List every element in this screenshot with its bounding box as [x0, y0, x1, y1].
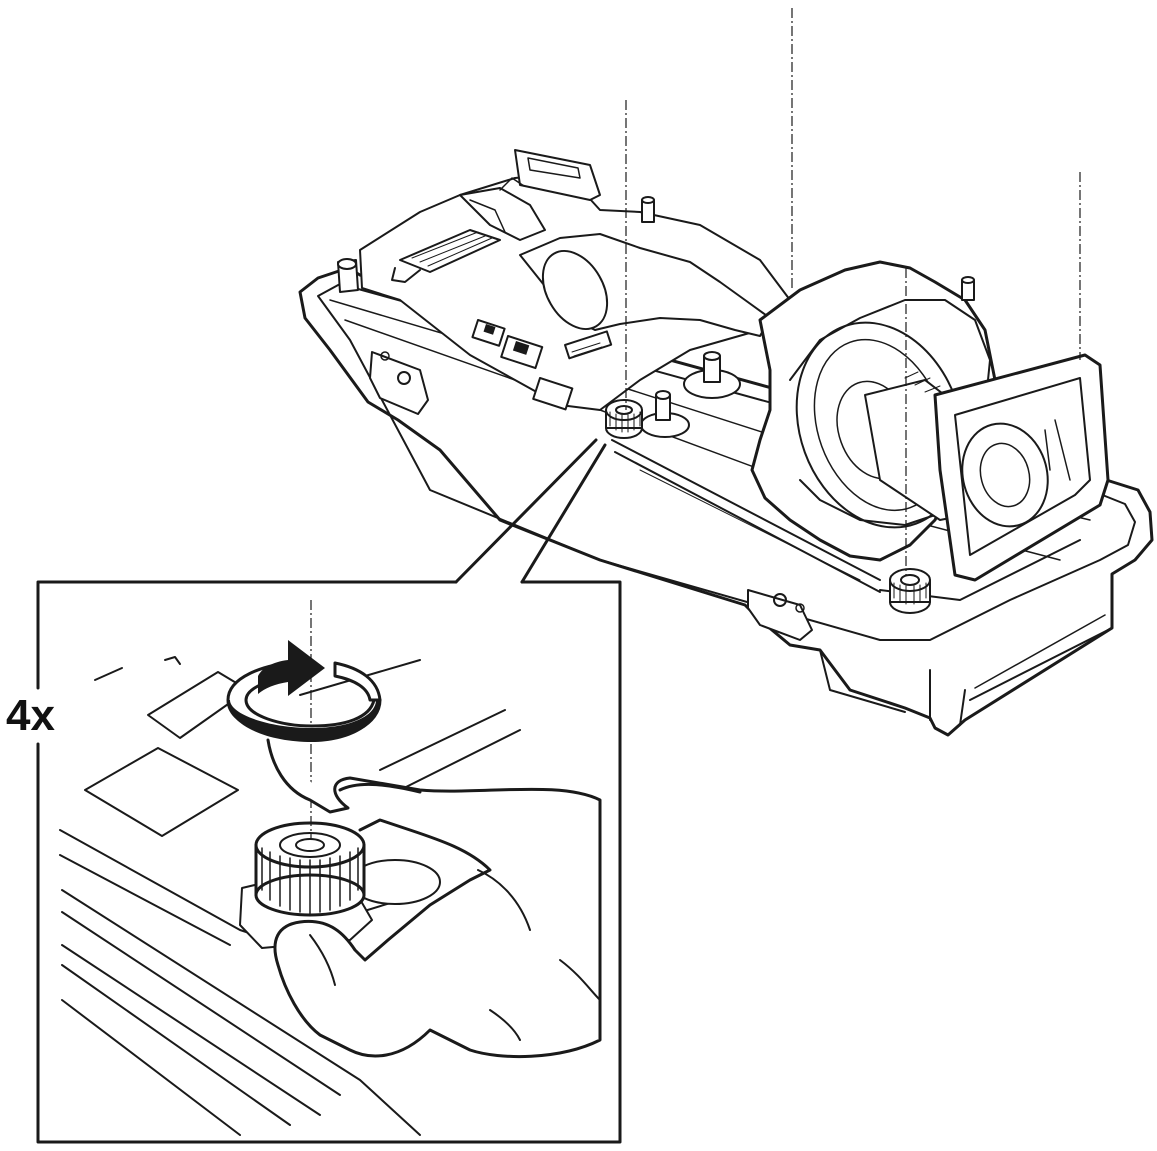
latch-bracket	[459, 187, 546, 241]
rear-post	[641, 196, 655, 223]
repeat-count-label: 4x	[6, 691, 55, 740]
clockwise-rotation-arrow-icon	[226, 640, 382, 742]
detail-label-pad	[84, 747, 239, 837]
knurled-screw-right	[889, 568, 931, 614]
label-pad	[532, 377, 574, 411]
camera-housing-assembly	[298, 149, 1154, 737]
detail-view	[36, 580, 622, 1144]
hand-icon	[266, 738, 602, 1059]
standoff-post-2	[640, 390, 690, 438]
mounting-tab-left	[369, 351, 429, 415]
mounting-tab-right	[747, 589, 813, 641]
standoff-post	[683, 351, 741, 399]
connector-strip	[564, 330, 613, 360]
lens-glass	[961, 422, 1049, 528]
detail-callout-leader	[454, 438, 607, 584]
knurled-screw-left	[605, 399, 643, 439]
knurled-thumb-screw-icon	[239, 821, 373, 949]
screw-axis-lines	[625, 8, 1081, 575]
